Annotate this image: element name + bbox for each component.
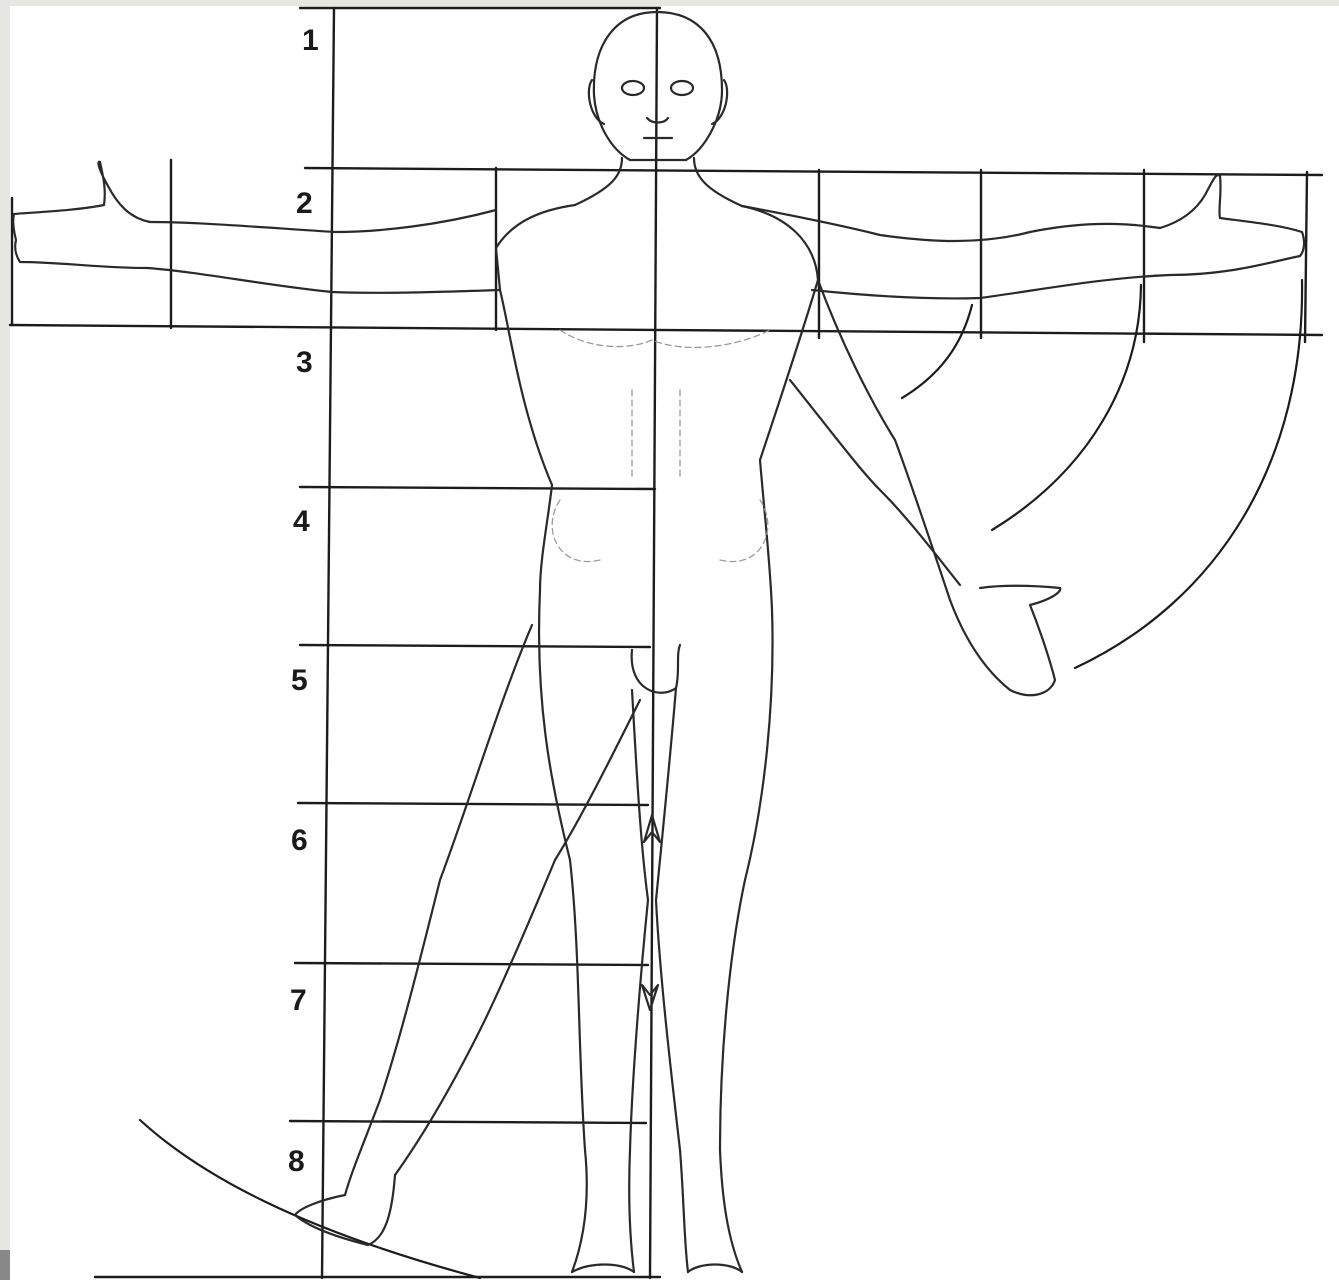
segment-label-1: 1 <box>302 24 319 57</box>
segment-label-3: 3 <box>296 346 313 379</box>
segment-label-2: 2 <box>296 187 313 220</box>
segment-label-5: 5 <box>291 664 308 697</box>
segment-label-4: 4 <box>293 505 310 538</box>
segment-label-7: 7 <box>290 984 307 1017</box>
segment-label-8: 8 <box>288 1145 305 1178</box>
page-edge <box>0 1250 10 1280</box>
paper-background <box>10 6 1339 1280</box>
segment-label-6: 6 <box>291 824 308 857</box>
